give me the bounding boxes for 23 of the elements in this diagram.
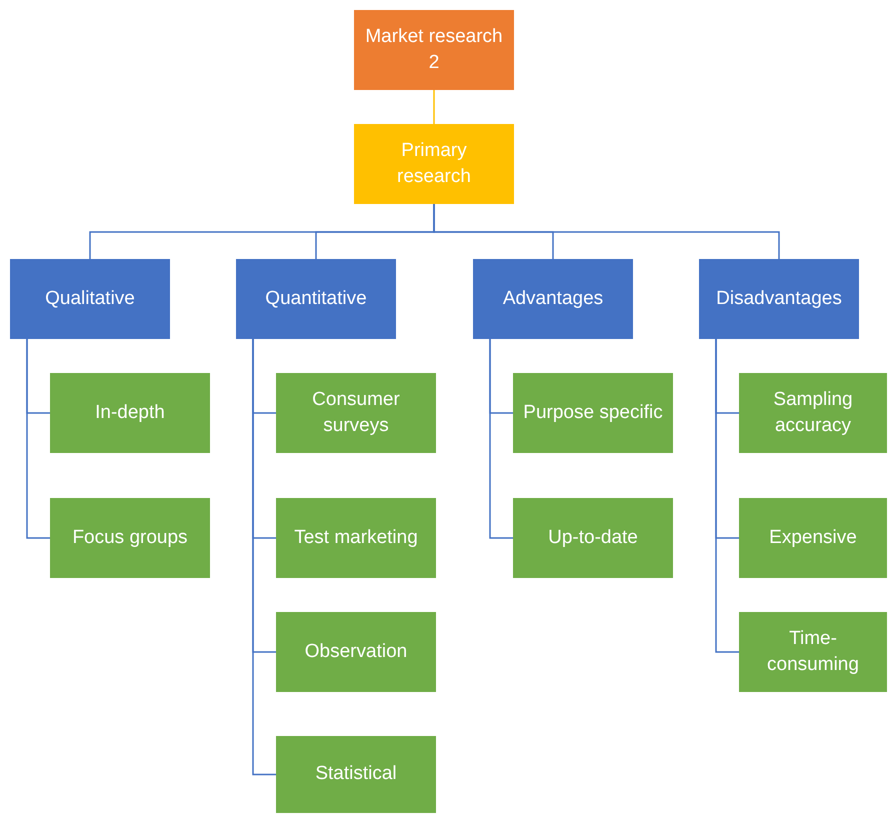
connector-line	[715, 339, 739, 653]
connector-line	[252, 339, 276, 776]
category-box: Disadvantages	[699, 259, 859, 339]
item-box: Purpose specific	[513, 373, 673, 453]
category-box: Advantages	[473, 259, 633, 339]
item-box: Sampling accuracy	[739, 373, 887, 453]
connector-line	[433, 90, 435, 124]
connector-line	[489, 339, 513, 539]
item-box: In-depth	[50, 373, 210, 453]
item-box: Consumer surveys	[276, 373, 436, 453]
connector-line	[26, 339, 50, 539]
category-box: Qualitative	[10, 259, 170, 339]
connector-line	[433, 204, 780, 259]
item-box: Focus groups	[50, 498, 210, 578]
item-box: Expensive	[739, 498, 887, 578]
item-box: Observation	[276, 612, 436, 692]
topic-box: Primary research	[354, 124, 514, 204]
category-box: Quantitative	[236, 259, 396, 339]
item-box: Time-consuming	[739, 612, 887, 692]
item-box: Up-to-date	[513, 498, 673, 578]
item-box: Test marketing	[276, 498, 436, 578]
root-box: Market research 2	[354, 10, 514, 90]
item-box: Statistical	[276, 736, 436, 813]
